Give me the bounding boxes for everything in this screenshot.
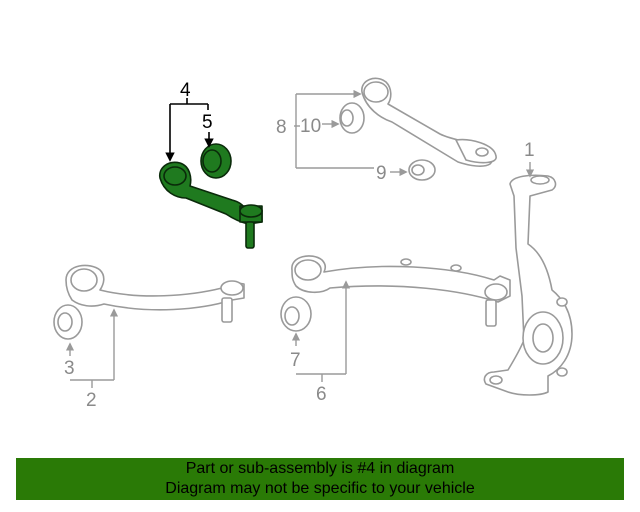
svg-text:9: 9	[376, 163, 387, 184]
svg-text:10: 10	[300, 116, 321, 137]
footer-line-part-info: Part or sub-assembly is #4 in diagram	[185, 460, 455, 477]
callout-5: 5	[202, 112, 214, 148]
svg-text:1: 1	[524, 140, 535, 161]
svg-text:3: 3	[64, 358, 75, 379]
callout-6-bracket: 6 7	[290, 280, 351, 405]
callout-2-bracket: 2 3	[64, 308, 119, 411]
callout-8-bracket: 8 10 9	[276, 89, 408, 184]
svg-text:5: 5	[202, 112, 213, 133]
upper-control-arm-part-4[interactable]	[158, 161, 263, 249]
svg-text:7: 7	[290, 350, 301, 371]
bushing-part-10[interactable]	[339, 102, 365, 134]
svg-text:2: 2	[86, 390, 97, 411]
footer-banner: Part or sub-assembly is #4 in diagram Di…	[16, 458, 624, 500]
lower-arm-part-6[interactable]	[291, 255, 511, 327]
svg-text:4: 4	[180, 80, 191, 101]
steering-knuckle-part-1[interactable]	[483, 174, 573, 396]
bushing-part-9[interactable]	[408, 159, 436, 181]
footer-line-disclaimer: Diagram may not be specific to your vehi…	[165, 480, 475, 497]
callout-1: 1	[524, 140, 535, 178]
bushing-part-5[interactable]	[200, 143, 232, 179]
svg-text:8: 8	[276, 117, 287, 138]
bushing-part-3[interactable]	[53, 304, 83, 340]
callout-4: 4	[165, 80, 209, 162]
lower-arm-part-8[interactable]	[361, 77, 497, 167]
bushing-part-7[interactable]	[280, 296, 312, 332]
lower-arm-part-2[interactable]	[65, 264, 245, 323]
svg-text:6: 6	[316, 384, 327, 405]
